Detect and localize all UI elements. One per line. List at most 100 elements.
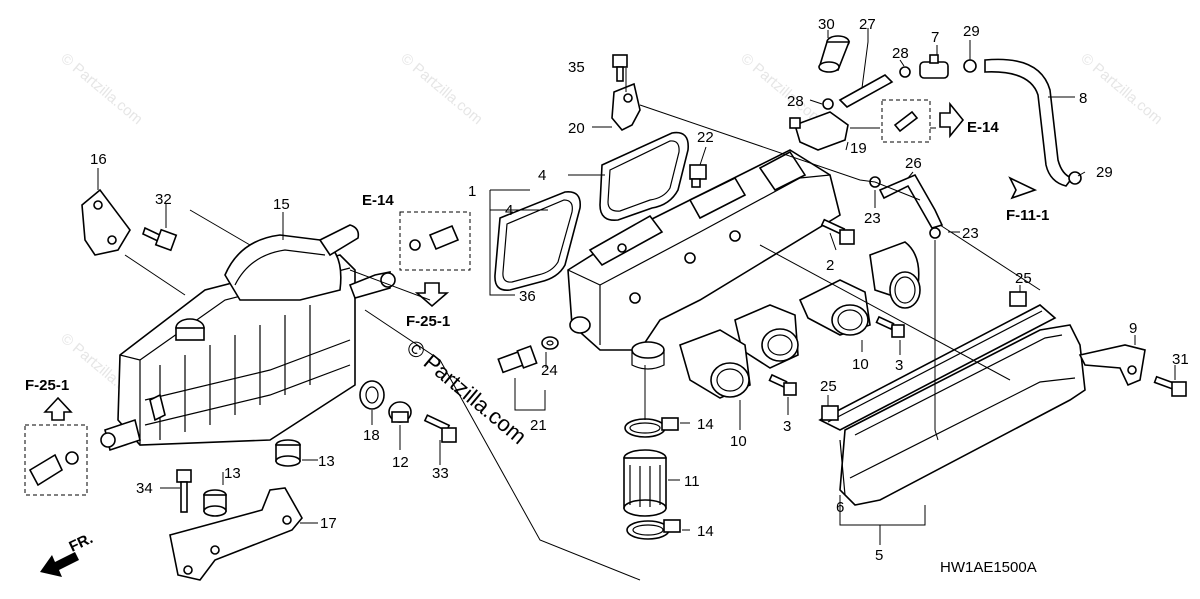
bolt-2 — [820, 218, 855, 245]
collar-25-upper — [1009, 291, 1027, 307]
callout-15: 15 — [273, 196, 290, 213]
hose-27 — [838, 74, 894, 108]
callout-1: 1 — [468, 183, 476, 200]
detail-box-bottom-left — [24, 424, 88, 496]
callout-28: 28 — [787, 93, 804, 110]
arrow-icon — [40, 552, 79, 577]
partzilla-watermark: © Partzilla.com — [402, 335, 532, 449]
bolt-3-lower — [768, 373, 797, 396]
faint-watermark: © Partzilla.com — [737, 50, 825, 128]
gasket-4-left — [494, 191, 582, 292]
ref-f25-1-left: F-25-1 — [25, 377, 69, 394]
callout-13: 13 — [318, 453, 335, 470]
callout-14: 14 — [697, 523, 714, 540]
air-box-5 — [818, 304, 1086, 506]
callout-6: 6 — [836, 499, 844, 516]
callout-34: 34 — [136, 480, 153, 497]
leader-lines — [97, 28, 1176, 581]
callout-33: 33 — [432, 465, 449, 482]
callout-24: 24 — [541, 362, 558, 379]
bolt-35 — [612, 54, 628, 82]
rubber-mount-13 — [203, 439, 301, 517]
callout-35: 35 — [568, 59, 585, 76]
collar-12 — [388, 401, 412, 423]
washer-24 — [541, 336, 559, 350]
valve-7 — [919, 54, 949, 79]
front-direction-arrow: FR. — [40, 530, 96, 577]
intake-boot-10-lower — [679, 304, 799, 399]
callout-3: 3 — [895, 357, 903, 374]
callout-7: 7 — [931, 29, 939, 46]
filter-element-11 — [623, 449, 667, 517]
sensor-21 — [497, 345, 538, 374]
faint-watermark: © Partzilla.com — [57, 50, 145, 128]
diagram-code: HW1AE1500A — [940, 559, 1037, 576]
bolt-22 — [689, 164, 707, 188]
hose-26 — [878, 173, 944, 229]
callout-27: 27 — [859, 16, 876, 33]
bracket-20 — [611, 82, 641, 131]
callout-32: 32 — [155, 191, 172, 208]
callout-3: 3 — [783, 418, 791, 435]
reference-labels: E-14 E-14 F-25-1 F-25-1 F-11-1 — [25, 119, 1049, 394]
callout-4: 4 — [505, 202, 513, 219]
clamp-14-lower — [626, 519, 681, 540]
callout-9: 9 — [1129, 320, 1137, 337]
callout-12: 12 — [392, 454, 409, 471]
callout-13: 13 — [224, 465, 241, 482]
callout-17: 17 — [320, 515, 337, 532]
callout-2: 2 — [826, 257, 834, 274]
fr-label: FR. — [67, 530, 96, 556]
resonator-tank — [100, 224, 396, 452]
callout-23: 23 — [864, 210, 881, 227]
clip-29-upper — [963, 59, 977, 73]
bolt-31 — [1153, 375, 1187, 397]
faint-watermark: © Partzilla.com — [397, 50, 485, 128]
callout-14: 14 — [697, 416, 714, 433]
hose-30 — [818, 35, 851, 73]
ref-e14-right: E-14 — [967, 119, 999, 136]
detail-box-left — [399, 211, 471, 271]
bolt-34 — [176, 469, 192, 513]
bracket-16 — [81, 188, 131, 256]
callout-labels: 1 2 3 3 4 4 5 6 7 8 9 10 10 11 12 13 13 … — [90, 16, 1189, 564]
callout-10: 10 — [852, 356, 869, 373]
callout-18: 18 — [363, 427, 380, 444]
callout-8: 8 — [1079, 90, 1087, 107]
bolt-3-upper — [875, 315, 905, 338]
callout-20: 20 — [568, 120, 585, 137]
detail-box-right — [881, 99, 931, 143]
clip-28-lower — [822, 98, 834, 110]
callout-29: 29 — [963, 23, 980, 40]
callout-16: 16 — [90, 151, 107, 168]
hose-8 — [984, 58, 1074, 187]
callout-31: 31 — [1172, 351, 1189, 368]
bolt-32 — [142, 226, 178, 252]
callout-28: 28 — [892, 45, 909, 62]
grommet-18 — [359, 380, 385, 410]
callout-26: 26 — [905, 155, 922, 172]
callout-29: 29 — [1096, 164, 1113, 181]
intake-boot-10-upper — [798, 241, 921, 336]
bracket-9 — [1078, 344, 1146, 387]
collar-25-lower — [821, 405, 839, 421]
callout-11: 11 — [684, 473, 700, 490]
ref-e14-left: E-14 — [362, 192, 394, 209]
stay-17 — [169, 487, 303, 581]
reference-arrows — [43, 101, 1038, 421]
clamp-14-upper — [624, 417, 679, 438]
callout-22: 22 — [697, 129, 714, 146]
manifold-body — [567, 149, 841, 370]
valve-19 — [789, 111, 849, 151]
callout-25: 25 — [1015, 270, 1032, 287]
callout-4: 4 — [538, 167, 546, 184]
clip-28-upper — [899, 66, 911, 78]
callout-19: 19 — [850, 140, 867, 157]
callout-21: 21 — [530, 417, 547, 434]
clip-23-lower — [929, 227, 941, 239]
ref-f25-1-center: F-25-1 — [406, 313, 450, 330]
callout-5: 5 — [875, 547, 883, 564]
gasket-4-right — [599, 131, 689, 222]
